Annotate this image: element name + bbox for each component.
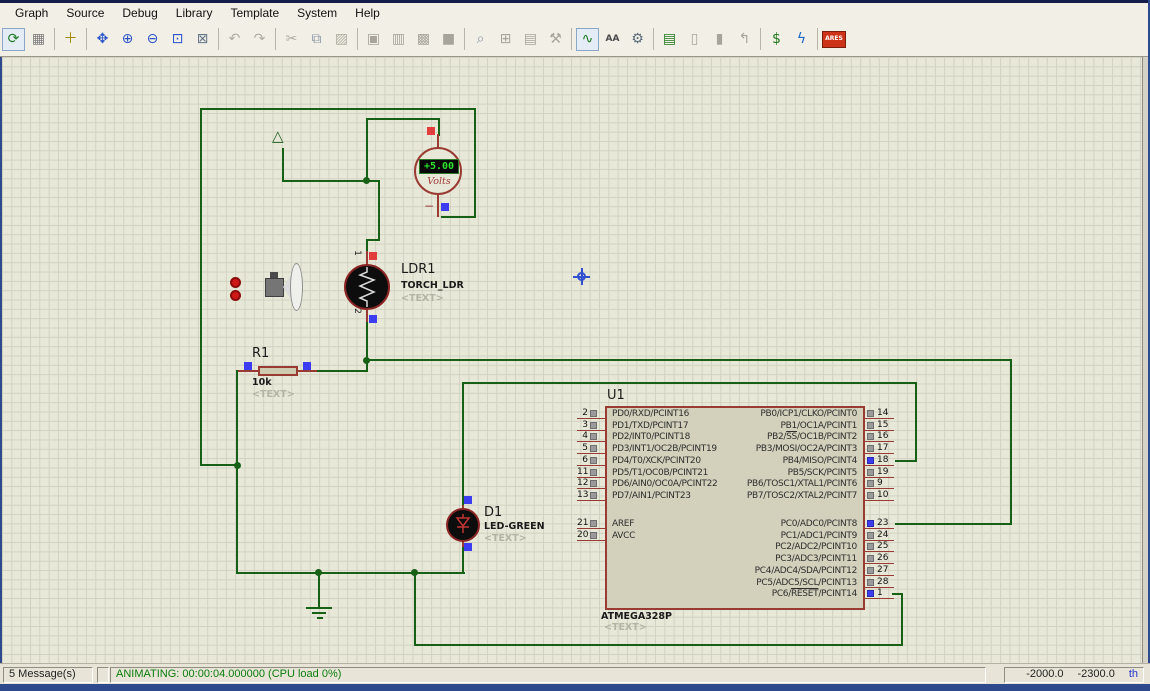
block-rotate-button[interactable]: ▩ <box>412 28 435 51</box>
toolbar-separator <box>86 28 87 50</box>
wire-autorouter-button[interactable]: ∿ <box>576 28 599 51</box>
undo-button[interactable]: ↶ <box>223 28 246 51</box>
toolbar-separator <box>817 28 818 50</box>
bill-of-materials-button[interactable]: $ <box>765 28 788 51</box>
copy-button[interactable]: ⧉ <box>305 28 328 51</box>
menu-template[interactable]: Template <box>221 4 288 22</box>
new-sheet-button[interactable]: ▯ <box>683 28 706 51</box>
menu-library[interactable]: Library <box>167 4 222 22</box>
paste-button[interactable]: ▨ <box>330 28 353 51</box>
redraw-button[interactable]: ⟳ <box>2 28 25 51</box>
menu-bar: Graph Source Debug Library Template Syst… <box>0 3 1150 22</box>
block-delete-button[interactable]: ■ <box>437 28 460 51</box>
status-animating: ANIMATING: 00:00:04.000000 (CPU load 0%) <box>110 667 986 683</box>
packaging-tool-button[interactable]: ▤ <box>519 28 542 51</box>
make-device-button[interactable]: ⊞ <box>494 28 517 51</box>
toolbar-separator <box>218 28 219 50</box>
toolbar-separator <box>357 28 358 50</box>
coordinate-y: -2300.0 <box>1078 668 1115 682</box>
toolbar-separator <box>653 28 654 50</box>
status-bar: 5 Message(s) ANIMATING: 00:00:04.000000 … <box>0 663 1150 684</box>
goto-sheet-button[interactable]: ↰ <box>733 28 756 51</box>
menu-graph[interactable]: Graph <box>6 4 57 22</box>
toolbar-separator <box>571 28 572 50</box>
redo-button[interactable]: ↷ <box>248 28 271 51</box>
remove-sheet-button[interactable]: ▮ <box>708 28 731 51</box>
netlist-to-ares-button[interactable]: ARES <box>822 31 846 48</box>
electrical-rules-check-button[interactable]: ϟ <box>790 28 813 51</box>
status-messages[interactable]: 5 Message(s) <box>3 667 93 683</box>
coordinate-x: -2000.0 <box>1026 668 1063 682</box>
menu-source[interactable]: Source <box>57 4 113 22</box>
toolbar-separator <box>760 28 761 50</box>
menu-help[interactable]: Help <box>346 4 389 22</box>
zoom-area-button[interactable]: ⊡ <box>166 28 189 51</box>
status-spacer <box>97 667 109 683</box>
cut-button[interactable]: ✂ <box>280 28 303 51</box>
schematic-canvas[interactable] <box>2 57 1142 663</box>
pan-button[interactable]: ✥ <box>91 28 114 51</box>
menu-debug[interactable]: Debug <box>113 4 166 22</box>
property-assignment-button[interactable]: ⚙ <box>626 28 649 51</box>
design-explorer-button[interactable]: ▤ <box>658 28 681 51</box>
decompose-button[interactable]: ⚒ <box>544 28 567 51</box>
coordinate-units: th <box>1129 668 1138 682</box>
toolbar-separator <box>275 28 276 50</box>
window-left-border <box>0 57 2 663</box>
toolbar: ⟳▦＋✥⊕⊖⊡⊠↶↷✂⧉▨▣▥▩■⌕⊞▤⚒∿AA⚙▤▯▮↰$ϟARES <box>0 22 1150 57</box>
grid-toggle-button[interactable]: ▦ <box>27 28 50 51</box>
zoom-full-button[interactable]: ⊠ <box>191 28 214 51</box>
origin-button[interactable]: ＋ <box>59 28 82 51</box>
menu-system[interactable]: System <box>288 4 346 22</box>
pick-device-button[interactable]: ⌕ <box>469 28 492 51</box>
status-coordinates: -2000.0 -2300.0 th <box>1004 667 1144 683</box>
zoom-in-button[interactable]: ⊕ <box>116 28 139 51</box>
window-bottom-border <box>0 684 1150 691</box>
search-tag-button[interactable]: AA <box>601 28 624 51</box>
toolbar-separator <box>464 28 465 50</box>
block-move-button[interactable]: ▥ <box>387 28 410 51</box>
zoom-out-button[interactable]: ⊖ <box>141 28 164 51</box>
toolbar-separator <box>54 28 55 50</box>
block-copy-button[interactable]: ▣ <box>362 28 385 51</box>
